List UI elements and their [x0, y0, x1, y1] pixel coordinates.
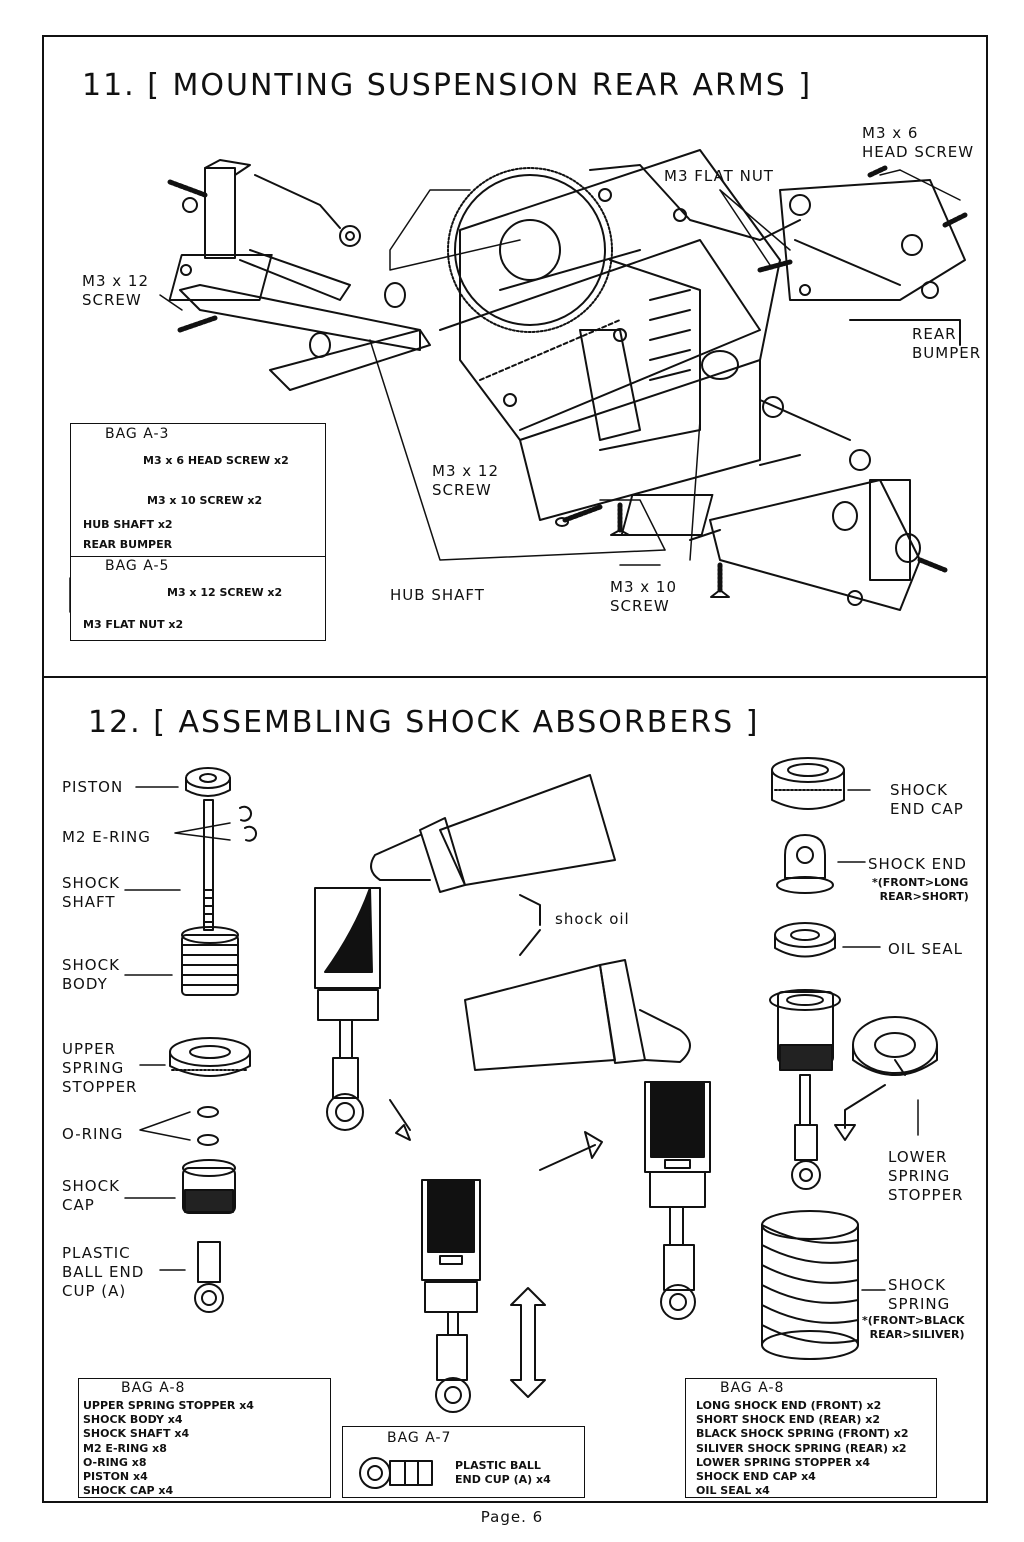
parts-box-a8-left: BAG A-8 UPPER SPRING STOPPER x4 SHOCK BO… [78, 1378, 331, 1498]
bag-a8-right-item: LONG SHOCK END (FRONT) x2 [696, 1399, 882, 1412]
label-hub-shaft: HUB SHAFT [390, 586, 485, 604]
label-m3x12-screw-center: M3 x 12 SCREW [432, 462, 499, 499]
leader-lines-12-right [837, 789, 886, 1291]
page-number: Page. 6 [480, 1508, 544, 1526]
chassis-drawing [439, 149, 801, 521]
label-shock-spring: SHOCK SPRING [888, 1276, 951, 1313]
bag-a3-title: BAG A-3 [105, 426, 170, 442]
label-m3x6-head-screw: M3 x 6 HEAD SCREW [862, 124, 975, 161]
leader-lines-12-left [124, 786, 231, 1271]
label-shock-oil: shock oil [555, 910, 630, 928]
label-shock-end-cap: SHOCK END CAP [890, 781, 964, 818]
leader-lines-11 [159, 169, 961, 566]
bag-a8-left-item: UPPER SPRING STOPPER x4 [83, 1399, 254, 1412]
bag-a8-left-list: UPPER SPRING STOPPER x4 SHOCK BODY x4 SH… [83, 1399, 254, 1498]
bag-a5-title: BAG A-5 [105, 558, 170, 574]
bag-a8-right-item: SHOCK END CAP x4 [696, 1470, 816, 1484]
box-separator [71, 556, 325, 557]
label-shock-body: SHOCK BODY [62, 956, 120, 993]
bag-a8-right-item: LOWER SPRING STOPPER x4 [696, 1455, 870, 1469]
label-shock-shaft: SHOCK SHAFT [62, 874, 120, 911]
rear-arm-left-drawing [167, 159, 431, 391]
label-plastic-ball-end-cup: PLASTIC BALL END CUP (A) [62, 1244, 145, 1300]
section-12-title: 12. [ ASSEMBLING SHOCK ABSORBERS ] [88, 705, 760, 740]
label-shock-cap: SHOCK CAP [62, 1177, 120, 1214]
bag-a8-right-list: LONG SHOCK END (FRONT) x2 SHORT SHOCK EN… [696, 1399, 909, 1498]
label-m3-flat-nut: M3 FLAT NUT [664, 167, 774, 185]
bag-a8-left-item: PISTON x4 [83, 1470, 148, 1484]
bag-a3-item: REAR BUMPER [83, 538, 173, 551]
parts-box-a7: BAG A-7 PLASTIC BALL END CUP (A) x4 [342, 1426, 585, 1498]
bag-a5-item: M3 x 12 SCREW x2 [167, 586, 283, 599]
rear-arm-right-drawing [620, 396, 948, 611]
label-upper-spring-stopper: UPPER SPRING STOPPER [62, 1040, 138, 1096]
section-divider [42, 676, 988, 678]
label-piston: PISTON [62, 778, 124, 796]
bag-a8-right-item: SILIVER SHOCK SPRING (REAR) x2 [696, 1441, 907, 1455]
note-shock-spring: *(FRONT>BLACK REAR>SILIVER) [862, 1314, 965, 1341]
bag-a7-ball-end-icon [359, 1457, 433, 1489]
section-11-title: 11. [ MOUNTING SUSPENSION REAR ARMS ] [82, 68, 813, 103]
bag-a3-item: M3 x 6 HEAD SCREW x2 [143, 454, 289, 467]
bag-a8-left-title: BAG A-8 [121, 1380, 186, 1396]
bag-a5-item: M3 FLAT NUT x2 [83, 618, 184, 631]
shock-parts-left-drawing [169, 767, 258, 1313]
bag-a3-item: HUB SHAFT x2 [83, 518, 173, 531]
bag-a8-right-item: SHORT SHOCK END (REAR) x2 [696, 1413, 880, 1427]
label-o-ring: O-RING [62, 1125, 124, 1143]
bag-a8-left-item: SHOCK BODY x4 [83, 1413, 183, 1427]
loose-screws-drawing [555, 502, 730, 598]
parts-box-a8-right: BAG A-8 LONG SHOCK END (FRONT) x2 SHORT … [685, 1378, 937, 1498]
bag-a3-item: M3 x 10 SCREW x2 [147, 494, 263, 507]
label-shock-end: SHOCK END [868, 855, 967, 873]
label-m2-e-ring: M2 E-RING [62, 828, 151, 846]
note-shock-end: *(FRONT>LONG REAR>SHORT) [872, 876, 969, 903]
label-m3x12-screw-left: M3 x 12 SCREW [82, 272, 149, 309]
bag-a8-left-item: M2 E-RING x8 [83, 1441, 167, 1455]
bag-a8-left-item: O-RING x8 [83, 1455, 147, 1469]
shock-parts-right-drawing [761, 757, 938, 1360]
bag-a7-item: PLASTIC BALL END CUP (A) x4 [455, 1459, 551, 1486]
bag-a8-left-item: SHOCK SHAFT x4 [83, 1427, 190, 1441]
label-m3x10-screw: M3 x 10 SCREW [610, 578, 677, 615]
label-rear-bumper: REAR BUMPER [912, 325, 982, 362]
label-lower-spring-stopper: LOWER SPRING STOPPER [888, 1148, 964, 1204]
page-frame [42, 35, 988, 1503]
bag-a8-right-item: BLACK SHOCK SPRING (FRONT) x2 [696, 1427, 909, 1441]
bag-a8-right-title: BAG A-8 [720, 1380, 785, 1396]
rear-bumper-drawing [757, 165, 968, 346]
parts-box-a3-a5: BAG A-3 M3 x 6 HEAD SCREW x2 M3 x 10 SCR… [70, 423, 326, 641]
bag-a8-left-item: SHOCK CAP x4 [83, 1484, 174, 1498]
label-oil-seal: OIL SEAL [888, 940, 963, 958]
oil-fill-sequence-drawing [314, 774, 711, 1413]
bag-a7-title: BAG A-7 [387, 1430, 452, 1446]
bag-a8-right-item: OIL SEAL x4 [696, 1484, 770, 1498]
